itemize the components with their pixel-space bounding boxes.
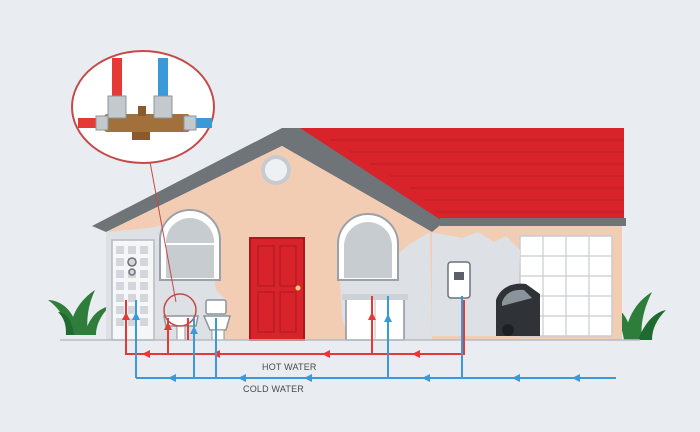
shower-head-icon: [127, 257, 137, 267]
front-door: [249, 237, 305, 341]
roof-gable-trim: [92, 128, 444, 232]
leader-line: [149, 161, 177, 303]
hot-water-pipes: [125, 296, 465, 355]
plant-right-icon: [604, 292, 666, 340]
water-heater-icon: [447, 261, 471, 299]
car-icon: [496, 283, 540, 336]
roof-right: [286, 128, 624, 220]
manifold-inset: [71, 50, 215, 164]
cold-water-label: COLD WATER: [243, 384, 304, 394]
door-knob: [295, 285, 301, 291]
toilet-icon: [202, 299, 231, 341]
shower-stall: [111, 239, 155, 341]
washer-icon: [342, 294, 408, 341]
manifold-location-marker: [163, 293, 197, 327]
manifold-icon: [95, 95, 197, 140]
attic-window: [261, 155, 291, 185]
window-right: [337, 213, 399, 281]
plant-left-icon: [48, 290, 110, 335]
cold-water-arrows: [132, 312, 580, 382]
garage: [286, 128, 626, 340]
hot-water-label: HOT WATER: [262, 362, 317, 372]
window-left: [159, 209, 221, 281]
hot-water-arrows: [122, 312, 420, 358]
